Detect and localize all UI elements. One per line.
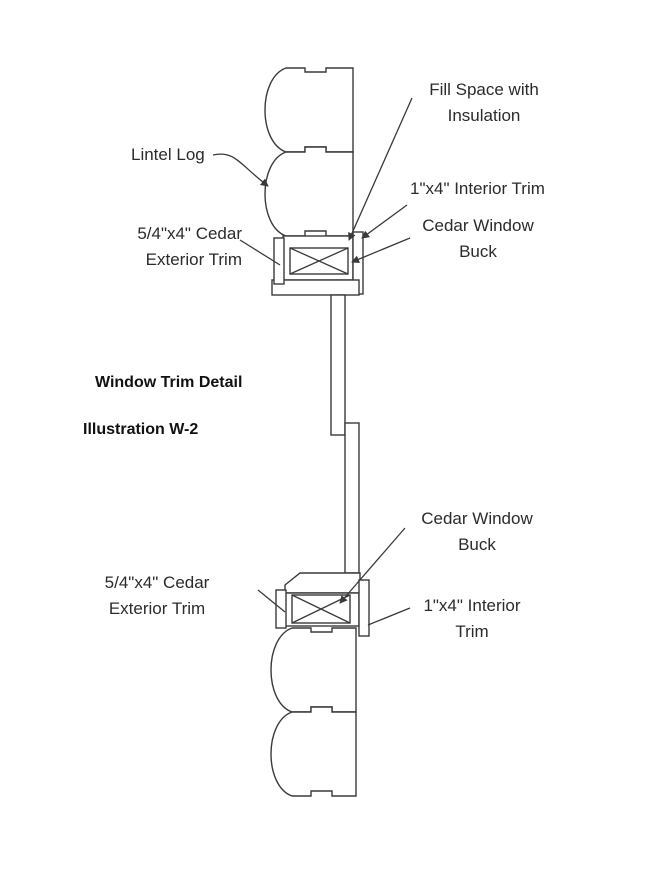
lower-log-2: [270, 706, 357, 797]
top-exterior-trim: [271, 279, 360, 296]
lintel-log: [264, 146, 354, 237]
bottom-interior-trim: [358, 579, 370, 637]
cedar-window-buck-bottom-label: Cedar Window Buck: [421, 509, 533, 554]
upper-sash: [330, 294, 346, 436]
interior-trim-top-label: 1"x4" Interior Trim: [410, 179, 545, 198]
illustration-number: Illustration W-2: [83, 421, 199, 438]
fill-space-label: Fill Space with Insulation: [429, 80, 539, 125]
bottom-sill: [284, 572, 361, 594]
lower-sash: [344, 422, 360, 574]
cedar-exterior-trim-bottom-label: 5/4"x4" Cedar Exterior Trim: [104, 573, 210, 618]
top-cedar-trim-angle: [273, 237, 285, 285]
interior-trim-bottom-label: 1"x4" Interior Trim: [423, 596, 521, 641]
cedar-exterior-trim-top-label: 5/4"x4" Cedar Exterior Trim: [137, 224, 242, 269]
lintel-log-label: Lintel Log: [131, 145, 205, 164]
lower-log-1: [270, 627, 357, 713]
page-title: Window Trim Detail: [95, 374, 243, 391]
upper-log-1: [264, 67, 354, 153]
cedar-window-buck-top-label: Cedar Window Buck: [422, 216, 534, 261]
